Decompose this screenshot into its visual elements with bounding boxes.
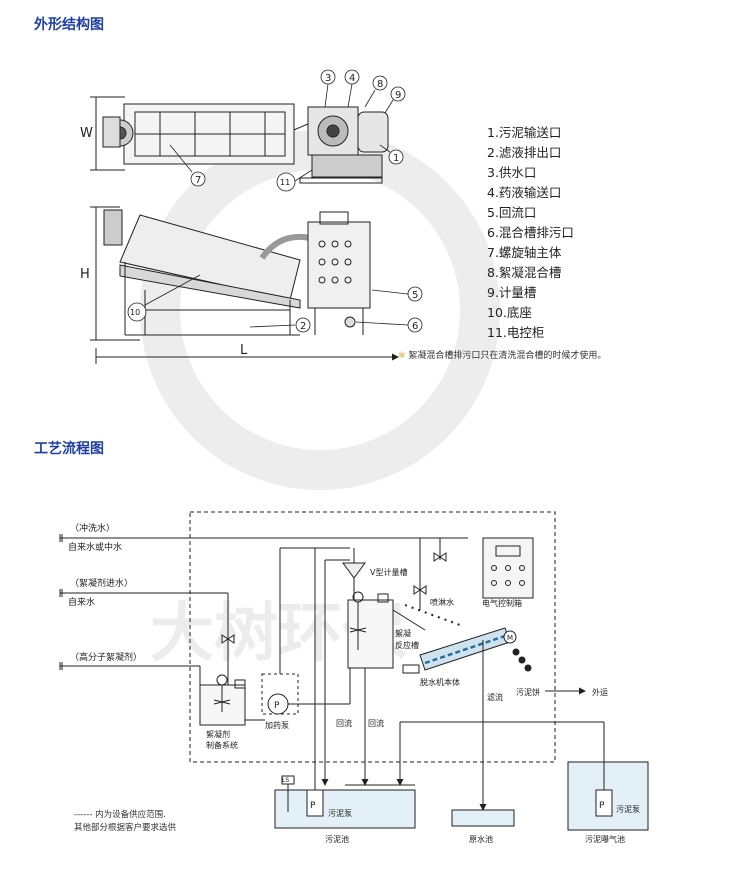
callout-8: 8 xyxy=(364,75,388,108)
svg-text:10: 10 xyxy=(130,308,140,317)
raw-pit-label: 原水池 xyxy=(469,834,493,844)
legend-item-2: 2.滤液排出口 xyxy=(487,145,562,160)
svg-text:H: H xyxy=(80,267,90,282)
supply-scope-boundary xyxy=(189,511,556,763)
input-3-tag: （高分子絮凝剂） xyxy=(70,651,142,663)
callout-7: 7 xyxy=(169,144,206,187)
sludge-pump-1-label: 污泥泵 xyxy=(328,808,352,818)
return-label-2: 回流 xyxy=(368,718,384,728)
process-title: 工艺流程图 xyxy=(34,441,104,457)
v-tank-label: V型计量槽 xyxy=(370,567,407,577)
motor-symbol: M xyxy=(507,634,513,642)
prep-label-1: 絮凝剂 xyxy=(206,729,230,739)
level-switch-label: LS xyxy=(282,777,289,784)
top-view xyxy=(90,96,389,184)
scope-note-line-2: 其他部分根据客户要求选供 xyxy=(74,823,177,833)
sludge-pump-1-symbol: P xyxy=(310,801,316,811)
input-2-source: 自来水 xyxy=(68,596,95,608)
prep-label-2: 制备系统 xyxy=(206,740,238,750)
legend-item-6: 6.混合槽排污口 xyxy=(487,225,574,240)
sludge-pump-2-symbol: P xyxy=(599,801,605,811)
process-diagram xyxy=(59,511,649,831)
input-1-tag: （冲洗水） xyxy=(70,522,115,534)
svg-text:7: 7 xyxy=(195,175,201,186)
structure-title: 外形结构图 xyxy=(34,17,104,33)
cake-label: 污泥饼 xyxy=(516,687,540,697)
legend-item-8: 8.絮凝混合槽 xyxy=(487,265,562,280)
control-box-label: 电气控制箱 xyxy=(482,598,522,608)
legend-item-5: 5.回流口 xyxy=(487,205,537,220)
floc-tank-label-2: 反应槽 xyxy=(395,640,419,650)
return-label-1: 回流 xyxy=(336,718,352,728)
callout-6: 6 xyxy=(355,317,423,333)
dosing-pump-label: 加药泵 xyxy=(265,720,289,730)
height-dimension-label: H xyxy=(80,267,90,282)
dosing-pump-symbol: P xyxy=(274,701,280,711)
legend-item-11: 11.电控柜 xyxy=(487,325,545,340)
callout-11: 11 xyxy=(276,169,313,192)
svg-text:1: 1 xyxy=(393,153,399,164)
filtrate-label: 滤流 xyxy=(487,692,503,702)
svg-text:5: 5 xyxy=(412,290,418,301)
aeration-pit-label: 污泥曝气池 xyxy=(585,834,625,844)
usage-note: ※ 絮凝混合槽排污口只在清洗混合槽的时候才使用。 xyxy=(398,348,606,361)
callout-10: 10 xyxy=(127,274,201,322)
svg-text:2: 2 xyxy=(300,321,306,332)
svg-text:W: W xyxy=(80,126,93,141)
legend-item-1: 1.污泥输送口 xyxy=(487,125,562,140)
svg-text:8: 8 xyxy=(377,79,383,90)
legend-item-7: 7.螺旋轴主体 xyxy=(487,245,562,260)
floc-tank-label-1: 絮凝 xyxy=(395,628,411,638)
spray-label: 喷淋水 xyxy=(430,597,454,607)
legend-item-9: 9.计量槽 xyxy=(487,285,537,300)
callout-5: 5 xyxy=(371,286,423,302)
export-label: 外运 xyxy=(592,687,608,697)
machine-label: 脱水机本体 xyxy=(420,677,460,687)
svg-text:11: 11 xyxy=(280,178,290,187)
width-dimension-label: W xyxy=(80,126,93,141)
svg-text:9: 9 xyxy=(395,90,401,101)
length-dimension-label: L xyxy=(240,343,248,358)
sludge-pit-label: 污泥池 xyxy=(325,834,349,844)
svg-text:4: 4 xyxy=(349,73,355,84)
scope-note-line-1: ------ 内为设备供应范围. xyxy=(74,810,166,820)
input-1-source: 自来水或中水 xyxy=(68,541,122,553)
legend-item-10: 10.底座 xyxy=(487,305,532,320)
sludge-pump-2-label: 污泥泵 xyxy=(616,804,640,814)
legend-item-4: 4.药液输送口 xyxy=(487,185,562,200)
callout-1: 1 xyxy=(379,144,404,165)
callout-9: 9 xyxy=(384,86,406,114)
svg-text:3: 3 xyxy=(325,73,331,84)
legend-item-3: 3.供水口 xyxy=(487,165,537,180)
callout-4: 4 xyxy=(344,69,360,108)
input-2-tag: （絮凝剂进水） xyxy=(70,577,133,589)
note-mark: ※ xyxy=(398,351,406,361)
callout-3: 3 xyxy=(320,69,336,108)
svg-text:6: 6 xyxy=(412,321,418,332)
side-view xyxy=(90,206,399,364)
callout-2: 2 xyxy=(249,317,311,333)
note-text: 絮凝混合槽排污口只在清洗混合槽的时候才使用。 xyxy=(408,351,607,361)
svg-text:L: L xyxy=(240,343,248,358)
